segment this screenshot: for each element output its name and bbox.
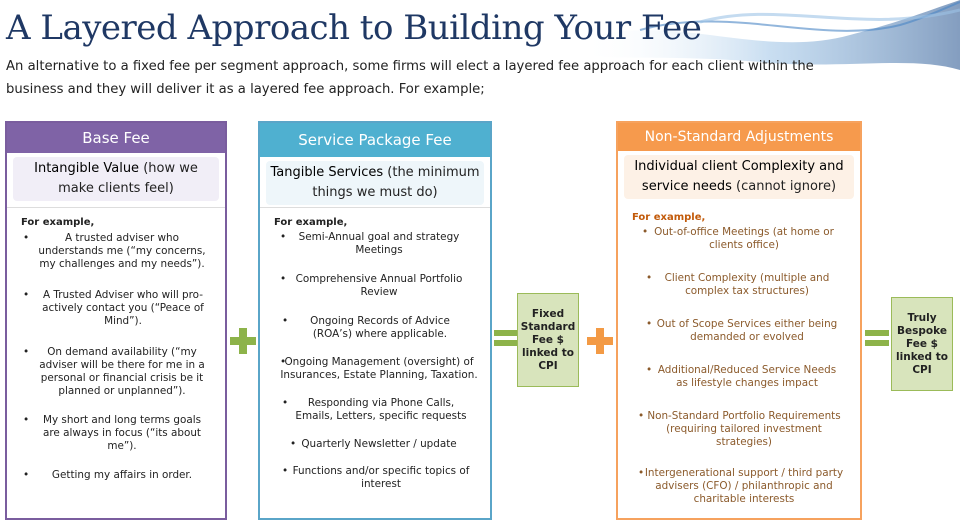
service-subtitle-bold: Tangible Services (270, 165, 384, 180)
list-item: •My short and long terms goals are alway… (23, 414, 201, 452)
nonstd-example-label: For example, (632, 212, 706, 223)
base-fee-subtitle: Intangible Value (how we make clients fe… (13, 157, 219, 201)
list-item: •Additional/Reduced Service Needs as lif… (646, 364, 837, 389)
non-standard-body: For example, •Out-of-office Meetings (at… (618, 203, 860, 518)
base-fee-column: Base Fee Intangible Value (how we make c… (5, 121, 227, 520)
service-example-label: For example, (274, 217, 348, 228)
equals-bar-top (865, 330, 889, 336)
list-item: •Out-of-office Meetings (at home or clie… (642, 226, 834, 251)
list-item: •On demand availability (“my adviser wil… (23, 346, 205, 397)
plus-bar-h (587, 337, 613, 345)
nonstd-subtitle-bold: Individual client Complexity and service… (634, 159, 844, 194)
list-item: •Out of Scope Services either being dema… (646, 318, 838, 343)
plus-icon (230, 328, 256, 354)
decorative-wave (580, 0, 960, 70)
list-item: •Functions and/or specific topics of int… (282, 465, 470, 490)
bespoke-fee-text: Truly Bespoke Fee $ linked to CPI (896, 311, 948, 376)
plus-bar-h (230, 337, 256, 345)
non-standard-subtitle: Individual client Complexity and service… (624, 155, 854, 199)
service-package-column: Service Package Fee Tangible Services (t… (258, 121, 492, 520)
equals-bar-bottom (865, 340, 889, 346)
base-fee-subtitle-bold: Intangible Value (34, 161, 140, 176)
bespoke-fee-box: Truly Bespoke Fee $ linked to CPI (891, 297, 953, 391)
list-item: •Ongoing Records of Advice (ROA’s) where… (282, 315, 450, 340)
equals-icon (494, 330, 518, 346)
list-item: •Comprehensive Annual Portfolio Review (280, 273, 463, 298)
intro-text: An alternative to a fixed fee per segmen… (6, 59, 814, 97)
fixed-fee-text: Fixed Standard Fee $ linked to CPI (520, 307, 576, 372)
page-title: A Layered Approach to Building Your Fee (6, 8, 702, 48)
list-item: •Quarterly Newsletter / update (290, 438, 457, 450)
list-item: •Semi-Annual goal and strategy Meetings (280, 231, 460, 256)
equals-icon (865, 330, 889, 346)
base-example-label: For example, (21, 217, 95, 228)
non-standard-column: Non-Standard Adjustments Individual clie… (616, 121, 862, 520)
service-subtitle-rest: (the minimum things we must do) (312, 165, 480, 200)
equals-bar-bottom (494, 340, 518, 346)
list-item: •Responding via Phone Calls, Emails, Let… (282, 397, 467, 422)
service-package-header: Service Package Fee (260, 123, 490, 157)
non-standard-header: Non-Standard Adjustments (618, 123, 860, 151)
equals-bar-top (494, 330, 518, 336)
service-package-body: For example, •Semi-Annual goal and strat… (260, 207, 490, 518)
service-package-subtitle: Tangible Services (the minimum things we… (266, 161, 484, 205)
list-item: •Client Complexity (multiple and complex… (646, 272, 830, 297)
list-item: •A trusted adviser who understands me (“… (23, 232, 206, 270)
list-item: •A Trusted Adviser who will pro-actively… (23, 289, 204, 327)
list-item: •Getting my affairs in order. (23, 469, 193, 481)
base-fee-subtitle-rest: (how we make clients feel) (58, 161, 198, 196)
list-item: •Intergenerational support / third party… (638, 467, 844, 505)
fixed-fee-box: Fixed Standard Fee $ linked to CPI (517, 293, 579, 387)
plus-icon (587, 328, 613, 354)
base-fee-header: Base Fee (7, 123, 225, 153)
list-item: •Ongoing Management (oversight) of Insur… (280, 356, 478, 381)
list-item: •Non-Standard Portfolio Requirements (re… (638, 410, 841, 448)
base-fee-body: For example, •A trusted adviser who unde… (7, 207, 225, 518)
nonstd-subtitle-rest: (cannot ignore) (731, 179, 837, 194)
